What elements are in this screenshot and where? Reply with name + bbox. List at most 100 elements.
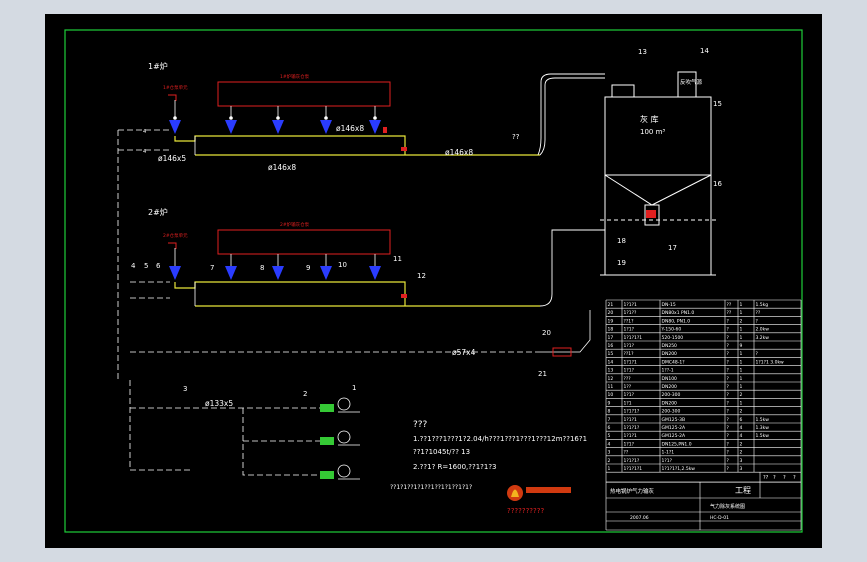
furnace-2-pumps — [169, 266, 381, 280]
bom-cell: ? — [727, 318, 730, 324]
bom-cell: DMC48-1? — [662, 359, 686, 365]
conveying-pipe-2 — [539, 229, 605, 307]
bom-cell: ? — [756, 351, 759, 357]
bom-cell: GM125-2A — [662, 425, 686, 431]
silo-callout-18: 18 — [617, 237, 626, 245]
silo-volume: 100 m³ — [640, 128, 665, 136]
bom-cell: 1?1?1 — [624, 359, 638, 365]
bom-cell: 10 — [608, 392, 614, 398]
bom-cell: 1?1?1 — [624, 302, 638, 308]
bom-cell: GM125-3B — [662, 417, 686, 423]
bom-cell: ? — [756, 318, 759, 324]
furnace-2-small-label: 2#仓泵单元 — [163, 232, 188, 239]
bom-cell: ? — [727, 351, 730, 357]
bom-cell: ? — [727, 384, 730, 390]
bom-cell: 1?1?1? — [624, 425, 640, 431]
title-block-drawing-no: HC-D-01 — [710, 515, 729, 521]
bom-cell: 11 — [608, 384, 614, 390]
bom-cell: 4 — [608, 441, 611, 447]
bom-cell: ? — [727, 450, 730, 456]
ash-silo: 灰 库 100 m³ 反吹气源 13 14 15 16 17 18 19 — [600, 47, 722, 276]
bom-cell: 6 — [608, 425, 611, 431]
bom-cell: 1?1?1? — [624, 458, 640, 464]
furnace-2-callout-11: 11 — [393, 255, 402, 263]
bom-cell: 1?1?1 3.0kw — [756, 359, 785, 365]
bom-cell: 1.5kw — [756, 433, 770, 439]
air-callout-3: 3 — [183, 385, 187, 393]
bom-cell: 1?1?1 — [624, 417, 638, 423]
silo-callout-13: 13 — [638, 48, 647, 56]
bom-cell: ? — [727, 400, 730, 406]
bom-cell: ? — [727, 458, 730, 464]
furnace-2-header-box — [217, 229, 391, 255]
bom-cell: 6 — [740, 417, 743, 423]
bom-cell: 9 — [740, 343, 743, 349]
air-callout-1: 1 — [352, 384, 356, 392]
bom-cell: ? — [727, 425, 730, 431]
furnace-1-pipe-a: ø146x8 — [336, 124, 364, 133]
bom-cell: 1 — [740, 376, 743, 382]
bom-cell: 2 — [740, 441, 743, 447]
bom-cell: DN200 — [662, 351, 678, 357]
furnace-2-callout-10: 10 — [338, 261, 347, 269]
furnace-1-header-label: 1#炉输灰仓泵 — [280, 73, 310, 80]
bom-cell: 1?1?1 — [624, 433, 638, 439]
bom-cell: DN200 — [662, 400, 678, 406]
bom-cell: 1 — [740, 327, 743, 333]
silo-filter-label: 反吹气源 — [680, 78, 703, 86]
furnace-2-callout-6: 6 — [156, 262, 161, 270]
bom-cell: 1.5kw — [756, 417, 770, 423]
bom-cell: 1?1 — [624, 400, 632, 406]
bom-cell: DN125,PN1.0 — [662, 441, 692, 447]
furnace-1-small-label: 1#仓泵单元 — [163, 84, 188, 91]
bom-cell: ?? — [727, 302, 732, 308]
bom-cell: ? — [727, 335, 730, 341]
bom-cell: 4 — [740, 425, 743, 431]
bom-cell: ? — [727, 417, 730, 423]
design-notes: ??? 1.??1???1???1?2.04/h???1???1???1???1… — [390, 420, 587, 491]
conveying-pipe-1 — [539, 77, 605, 156]
bom-cell: ? — [727, 409, 730, 415]
silo-name: 灰 库 — [640, 114, 659, 124]
bom-cell: 19 — [608, 318, 614, 324]
bom-cell: 17 — [608, 335, 614, 341]
title-block-company: 热电锅炉气力输灰 — [610, 487, 655, 495]
furnace-2-callout-8: 8 — [260, 264, 264, 272]
bom-cell: ??? — [624, 376, 632, 382]
air-line-pipe: ø133x5 — [205, 399, 233, 408]
bom-cell: ? — [727, 441, 730, 447]
bom-cell: 8 — [608, 409, 611, 415]
air-callout-2: 2 — [303, 390, 307, 398]
bom-cell: 1?1?1?1 — [624, 466, 643, 472]
bom-cell: 1-1?1 — [662, 450, 675, 456]
bom-cell: ?? — [756, 310, 761, 316]
furnace-1-pumps — [169, 120, 381, 134]
furnace-1-title: 1#炉 — [148, 61, 168, 71]
bom-cell: 2 — [608, 458, 611, 464]
bom-cell: 1?? — [624, 384, 632, 390]
bom-cell: DN200 — [662, 384, 678, 390]
bom-cell: DN80x1 PN1.0 — [662, 310, 695, 316]
silo-callout-17: 17 — [668, 244, 677, 252]
bom-cell: ?? — [624, 450, 629, 456]
furnace-1-valve-a: 4 — [143, 129, 146, 135]
bom-cell: 7 — [608, 417, 611, 423]
bom-cell: ? — [727, 359, 730, 365]
drawing-border — [64, 29, 803, 533]
silo-callout-19: 19 — [617, 259, 626, 267]
furnace-1-pipe-b: ø146x5 — [158, 154, 186, 163]
bom-cell: DN100 — [662, 376, 678, 382]
bom-cell: 1 — [740, 368, 743, 374]
bom-cell: 18 — [608, 327, 614, 333]
title-block-project: 工程 — [735, 486, 751, 495]
bom-cell: 2 — [740, 392, 743, 398]
bom-cell: 14 — [608, 359, 614, 365]
bom-cell: 20 — [608, 310, 614, 316]
notes-line4: ??1?1??1?1??1??1?1??1?1? — [390, 484, 472, 491]
bom-cell: 3 — [740, 466, 743, 472]
bom-cell: 4 — [740, 433, 743, 439]
notes-heading: ??? — [413, 420, 428, 430]
bom-cell: 1?1? — [624, 343, 635, 349]
